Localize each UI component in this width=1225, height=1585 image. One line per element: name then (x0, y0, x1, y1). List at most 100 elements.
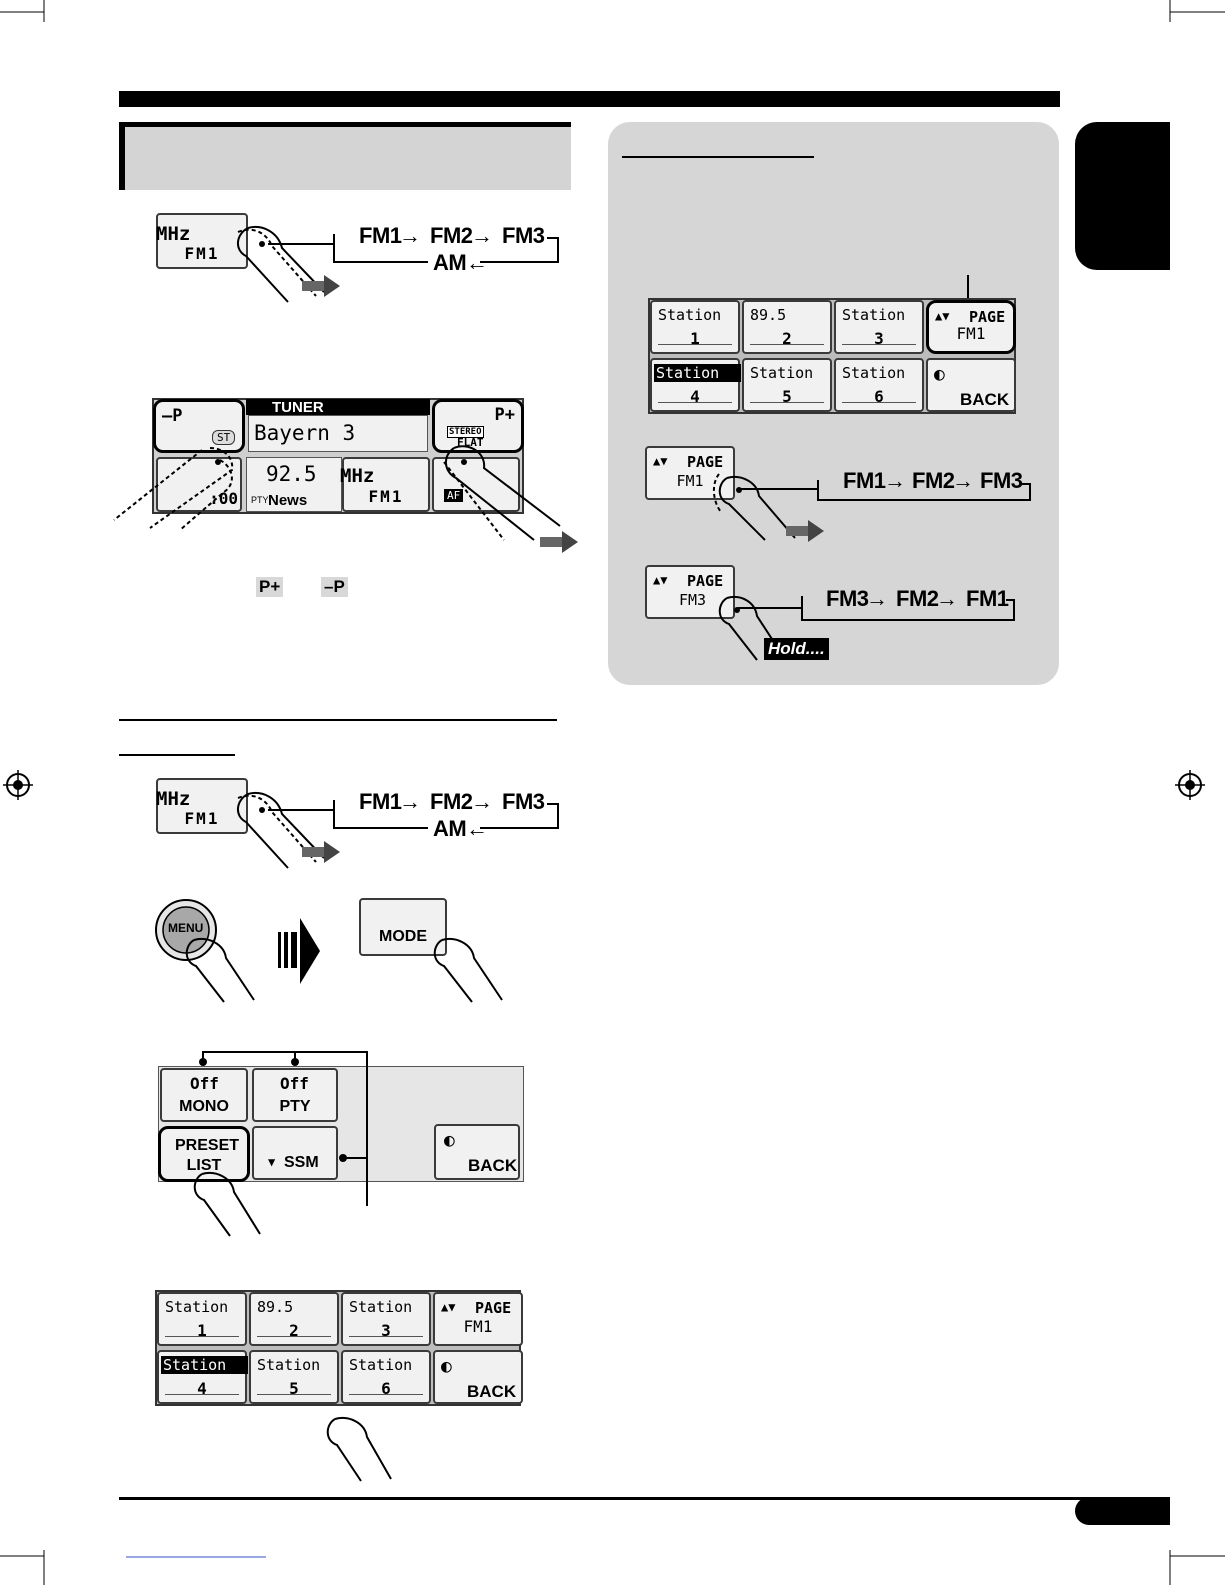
tuner-band-button[interactable]: MHz FM1 (340, 457, 430, 512)
seq-arrow: → (952, 468, 974, 493)
seq-arrow: → (471, 223, 493, 248)
button-bevel (257, 1394, 331, 1400)
band-cycle-lines (268, 800, 559, 829)
section-rule (119, 719, 557, 721)
pty-standby-value: Off (280, 1074, 309, 1093)
st-badge: ST (212, 430, 236, 445)
seq-arrow: → (936, 586, 958, 611)
tuner-source: TUNER (272, 399, 324, 416)
inline-minus-p-icon: –P (321, 577, 348, 597)
seq-arrow: → (884, 468, 906, 493)
finger-icon (433, 938, 503, 1003)
tuner-band-unit: MHz (340, 465, 375, 487)
plus-preset-button[interactable]: P+ STEREO FLAT (432, 399, 524, 453)
preset-label: Station (750, 364, 814, 382)
button-bevel (658, 344, 732, 350)
preset-label: Station (349, 1356, 413, 1374)
button-bevel (658, 402, 732, 408)
arrow-right-icon (302, 841, 340, 863)
seq-fm3: FM3 (502, 789, 545, 814)
back-button-b[interactable]: ◐ BACK (433, 1350, 523, 1404)
preset-list-button[interactable]: PRESET LIST (158, 1126, 250, 1182)
button-bevel (842, 402, 916, 408)
band-name: FM1 (184, 244, 220, 263)
preset-number: 3 (381, 1321, 391, 1340)
bottom-rule (119, 1497, 1169, 1500)
page-arrows-icon: ▲▼ (441, 1300, 456, 1314)
finger-icon (237, 792, 325, 869)
ssm-label: SSM (284, 1154, 319, 1171)
page-band-2: FM3 (679, 591, 707, 609)
page-seq-fm1: FM1 (843, 468, 886, 493)
page-label: PAGE (475, 1299, 512, 1317)
finger-icon (443, 445, 561, 541)
band-unit: MHz (156, 788, 191, 810)
preset-number: 6 (874, 387, 884, 406)
section-title-box (119, 122, 571, 190)
band-button-2[interactable]: MHz FM1 (156, 778, 248, 834)
ssm-button[interactable]: ▼ SSM (252, 1126, 338, 1180)
mono-label: MONO (179, 1098, 229, 1115)
seq-fm3: FM3 (502, 223, 545, 248)
minus-preset-label: –P (162, 406, 183, 426)
preset-button-6[interactable]: Station 6 (341, 1350, 431, 1404)
page-number-tab (1075, 1497, 1170, 1525)
mode-button[interactable]: MODE (359, 898, 447, 956)
band-button[interactable]: MHz FM1 (156, 213, 248, 269)
seq-am: AM (433, 250, 467, 275)
preset-label: Station (654, 364, 742, 382)
language-tab (1075, 122, 1170, 270)
back-dial-icon: ◐ (444, 1130, 455, 1151)
seq-arrow: ← (466, 816, 488, 841)
preset-button-6[interactable]: Station 6 (834, 358, 924, 412)
preset-label: Station (842, 364, 906, 382)
preset-label: 89.5 (750, 306, 787, 324)
page-cycle-lines (740, 480, 1031, 501)
back-button-a[interactable]: ◐BACK (926, 358, 1016, 412)
minus-preset-button[interactable]: –P ST (153, 399, 245, 453)
reverse-cycle-lines (738, 596, 1015, 621)
seq-arrow: → (471, 789, 493, 814)
page-arrows-icon: ▲▼ (653, 454, 668, 468)
preset-label: Station (658, 306, 722, 324)
band-cycle-lines (268, 234, 559, 263)
hold-label: Hold.... (764, 638, 829, 660)
finger-icon (193, 1172, 261, 1237)
page-seq-fm3: FM3 (980, 468, 1023, 493)
page-band: FM1 (463, 1317, 493, 1336)
pty-button[interactable]: Off PTY (252, 1068, 338, 1122)
seq-arrow: → (399, 223, 421, 248)
page-label-2: PAGE (687, 572, 724, 590)
menu-button[interactable]: MENU (168, 921, 204, 935)
back-label: BACK (467, 1382, 517, 1401)
button-bevel (842, 344, 916, 350)
page-arrows-icon: ▲▼ (935, 309, 950, 323)
seq-arrow: ← (466, 250, 488, 275)
mode-back-button[interactable]: ◐ BACK (434, 1124, 520, 1180)
tuner-band-name: FM1 (368, 487, 404, 506)
arrow-right-icon (302, 275, 340, 297)
preset-number: 3 (874, 329, 884, 348)
page-band: FM1 (956, 324, 986, 343)
panel-heading-rule (622, 156, 814, 158)
mono-button[interactable]: Off MONO (160, 1068, 248, 1122)
seq-arrow: → (399, 789, 421, 814)
back-dial-icon: ◐ (441, 1356, 452, 1377)
preset-number: 6 (381, 1379, 391, 1398)
arrow-right-icon (540, 531, 578, 553)
button-bevel (257, 1336, 331, 1342)
preset-number: 4 (197, 1379, 207, 1398)
page-label: PAGE (969, 308, 1006, 326)
